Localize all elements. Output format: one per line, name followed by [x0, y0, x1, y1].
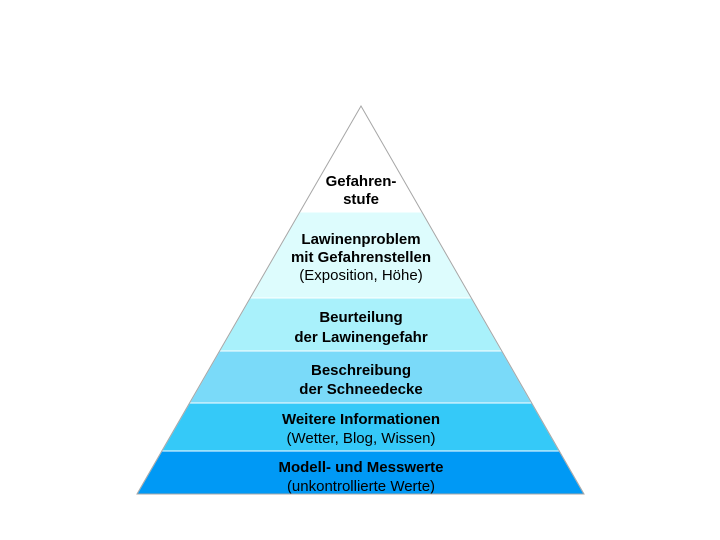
- layer-subtitle-line: (Exposition, Höhe): [299, 267, 422, 284]
- layer-subtitle-line: (unkontrollierte Werte): [287, 478, 435, 495]
- layer-title-line: Weitere Informationen: [282, 411, 440, 428]
- layer-title-line: Modell- und Messwerte: [278, 459, 443, 476]
- layer-title-line: der Lawinengefahr: [294, 329, 428, 346]
- layer-title-line: Lawinenproblem: [301, 231, 420, 248]
- layer-title-line: Beurteilung: [319, 309, 402, 326]
- pyramid-outline: [136, 104, 585, 495]
- layer-title-line: stufe: [343, 191, 379, 208]
- layer-title-line: Beschreibung: [311, 362, 411, 379]
- layer-title-line: Gefahren-: [326, 173, 397, 190]
- layer-title-line: mit Gefahrenstellen: [291, 249, 431, 266]
- layer-title-line: der Schneedecke: [299, 381, 422, 398]
- layer-subtitle-line: (Wetter, Blog, Wissen): [287, 430, 436, 447]
